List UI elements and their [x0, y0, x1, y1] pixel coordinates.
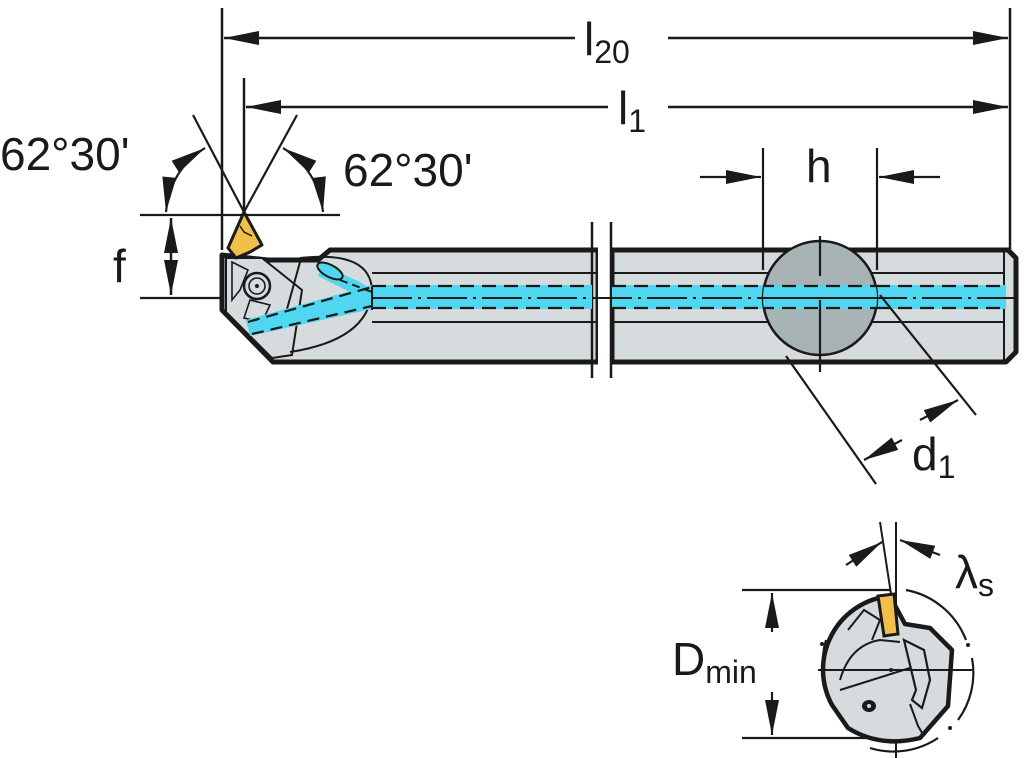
h-label: h [806, 140, 832, 192]
coolant-channel-diagonal [246, 285, 372, 336]
l1-label: l1 [618, 82, 646, 139]
dimension-f: f [113, 218, 225, 300]
angle-arc-left [162, 147, 206, 213]
dimension-d1: d1 [785, 294, 977, 485]
dimension-h: h [700, 140, 940, 270]
f-label: f [113, 240, 126, 292]
clamp-screw [242, 271, 272, 301]
lambda-s-label: λs [955, 546, 994, 603]
dmin-label: Dmin [672, 633, 757, 690]
angle-line-left [192, 114, 245, 213]
cutting-insert [226, 210, 264, 260]
angle-dimensions: 62°30' 62°30' [0, 114, 473, 217]
cross-section-marker [761, 236, 879, 372]
dimension-l1: l1 [242, 78, 1008, 212]
angle-right-label: 62°30' [343, 144, 473, 196]
l20-label: l20 [584, 13, 630, 70]
end-view: λs Dmin [672, 521, 994, 758]
end-view-insert [876, 592, 900, 638]
angle-arc-right [282, 147, 326, 213]
angle-line-right [243, 114, 298, 213]
d1-label: d1 [912, 428, 955, 485]
angle-left-label: 62°30' [0, 128, 130, 180]
dimension-l20: l20 [220, 8, 1012, 250]
